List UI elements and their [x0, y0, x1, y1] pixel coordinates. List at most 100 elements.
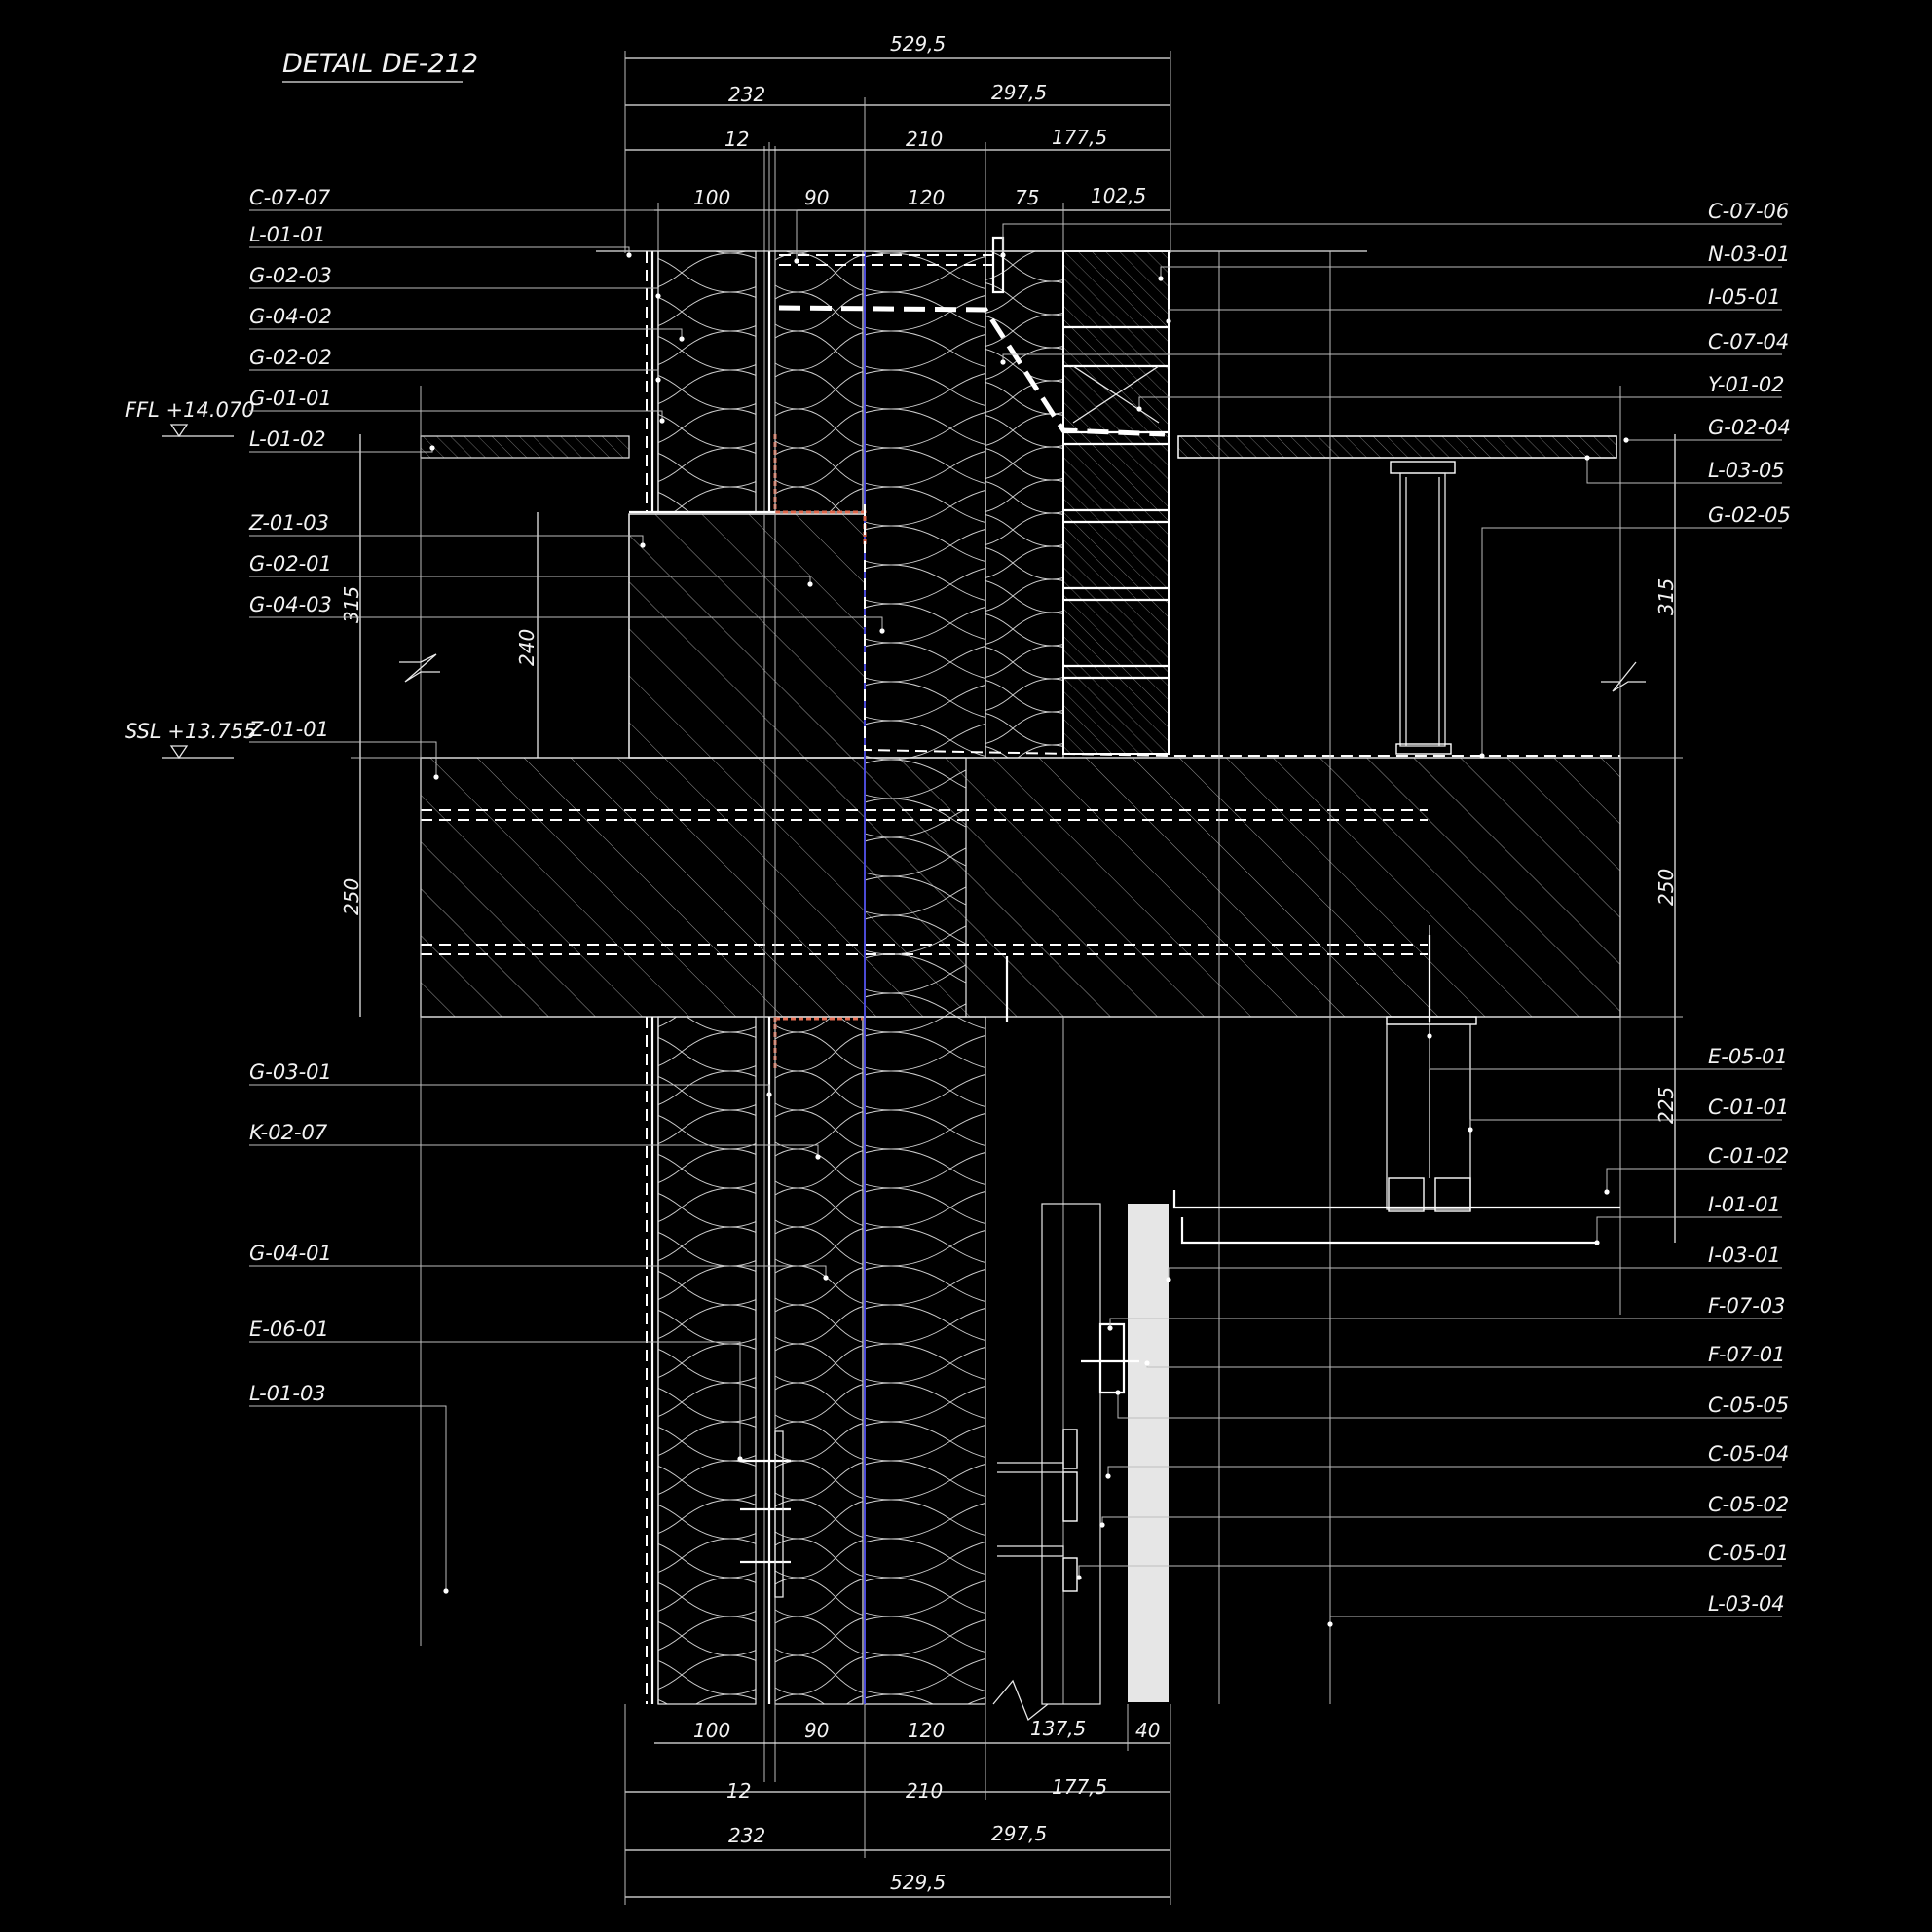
callout-f-07-03: F-07-03 — [1107, 1294, 1786, 1331]
callout-f-07-01: F-07-01 — [1144, 1343, 1786, 1368]
svg-text:529,5: 529,5 — [890, 32, 946, 56]
callout-i-03-01: I-03-01 — [1166, 1244, 1782, 1282]
callout-z-01-03: Z-01-03 — [248, 511, 646, 548]
svg-text:F-07-01: F-07-01 — [1708, 1343, 1786, 1366]
svg-text:12: 12 — [726, 1779, 751, 1802]
svg-text:K-02-07: K-02-07 — [249, 1121, 328, 1144]
svg-text:232: 232 — [728, 83, 765, 106]
callout-c-05-02: C-05-02 — [1099, 1493, 1789, 1528]
dimension-lines-right — [1620, 434, 1683, 1243]
svg-text:C-01-02: C-01-02 — [1708, 1144, 1789, 1168]
svg-text:225: 225 — [1654, 1087, 1678, 1124]
svg-text:250: 250 — [340, 878, 363, 915]
callout-g-04-01: G-04-01 — [249, 1242, 829, 1281]
svg-text:75: 75 — [1015, 186, 1039, 209]
facade-panel — [1041, 1203, 1169, 1705]
level-marker-ssl: SSL +13.755 — [125, 720, 256, 760]
svg-text:I-03-01: I-03-01 — [1708, 1244, 1781, 1267]
svg-text:297,5: 297,5 — [991, 81, 1047, 104]
svg-text:102,5: 102,5 — [1091, 184, 1146, 207]
svg-text:G-01-01: G-01-01 — [249, 387, 332, 410]
dimension-lines-left — [351, 434, 539, 1017]
svg-text:100: 100 — [693, 186, 730, 209]
callout-g-01-01: G-01-01 — [249, 387, 665, 424]
svg-text:DETAIL DE-212: DETAIL DE-212 — [282, 49, 478, 79]
break-marks — [399, 653, 1646, 1722]
svg-text:177,5: 177,5 — [1052, 1775, 1107, 1799]
facade-brackets — [997, 1322, 1139, 1592]
svg-text:L-03-04: L-03-04 — [1708, 1592, 1785, 1616]
svg-text:C-05-04: C-05-04 — [1708, 1442, 1789, 1466]
svg-text:E-06-01: E-06-01 — [249, 1318, 329, 1341]
floor-slab-left — [420, 435, 630, 459]
svg-text:G-02-02: G-02-02 — [249, 346, 332, 369]
callout-c-07-06: C-07-06 — [1000, 200, 1789, 258]
callout-l-03-04: L-03-04 — [1327, 1592, 1785, 1627]
svg-text:G-02-04: G-02-04 — [1708, 416, 1791, 439]
svg-text:100: 100 — [693, 1719, 730, 1742]
ceiling-board — [1172, 1190, 1620, 1245]
svg-text:G-04-01: G-04-01 — [249, 1242, 332, 1265]
insulation-slab — [864, 757, 967, 1018]
callout-l-01-01: L-01-01 — [249, 223, 632, 258]
callout-g-03-01: G-03-01 — [249, 1060, 772, 1097]
svg-text:90: 90 — [804, 1719, 829, 1742]
svg-text:C-05-05: C-05-05 — [1708, 1393, 1789, 1417]
svg-text:E-05-01: E-05-01 — [1708, 1045, 1788, 1068]
svg-text:315: 315 — [1654, 578, 1678, 615]
svg-text:210: 210 — [906, 128, 943, 151]
svg-text:C-01-01: C-01-01 — [1708, 1096, 1789, 1119]
brick-wall — [1062, 250, 1170, 755]
slope-membrane — [778, 305, 1620, 757]
svg-text:120: 120 — [908, 1719, 945, 1742]
insulation-lower — [657, 1016, 986, 1705]
callout-g-02-05: G-02-05 — [1479, 503, 1791, 759]
callout-l-03-05: L-03-05 — [1584, 455, 1785, 484]
left-labels: C-07-07L-01-01G-02-03G-04-02G-02-02G-01-… — [248, 186, 885, 1594]
svg-text:G-02-05: G-02-05 — [1708, 503, 1791, 527]
svg-text:I-05-01: I-05-01 — [1708, 285, 1781, 309]
svg-text:L-01-01: L-01-01 — [249, 223, 326, 246]
callout-g-04-02: G-04-02 — [249, 305, 685, 342]
svg-text:G-04-03: G-04-03 — [249, 593, 332, 616]
roof-coping — [596, 236, 1367, 294]
callout-e-05-01: E-05-01 — [1427, 1033, 1788, 1070]
svg-text:F-07-03: F-07-03 — [1708, 1294, 1786, 1318]
svg-text:40: 40 — [1135, 1719, 1160, 1742]
svg-text:137,5: 137,5 — [1030, 1717, 1086, 1740]
callout-z-01-01: Z-01-01 — [248, 718, 439, 780]
svg-text:90: 90 — [804, 186, 829, 209]
svg-text:297,5: 297,5 — [991, 1822, 1047, 1845]
callout-g-02-02: G-02-02 — [249, 346, 661, 383]
svg-text:C-07-07: C-07-07 — [249, 186, 331, 209]
callout-l-01-03: L-01-03 — [249, 1382, 449, 1594]
svg-text:529,5: 529,5 — [890, 1871, 946, 1894]
callout-c-07-07: C-07-07 — [249, 186, 799, 264]
svg-text:177,5: 177,5 — [1052, 126, 1107, 149]
callout-g-02-01: G-02-01 — [249, 552, 813, 587]
svg-text:L-01-02: L-01-02 — [249, 427, 326, 451]
svg-text:232: 232 — [728, 1824, 765, 1847]
callout-k-02-07: K-02-07 — [249, 1121, 821, 1160]
svg-text:C-07-06: C-07-06 — [1708, 200, 1789, 223]
svg-text:240: 240 — [515, 629, 539, 666]
callout-e-06-01: E-06-01 — [249, 1318, 743, 1462]
svg-text:L-01-03: L-01-03 — [249, 1382, 326, 1405]
callout-i-05-01: I-05-01 — [1166, 285, 1782, 324]
dimension-lines-bottom — [624, 1704, 1171, 1905]
svg-text:Y-01-02: Y-01-02 — [1708, 373, 1785, 396]
svg-text:G-03-01: G-03-01 — [249, 1060, 332, 1084]
svg-text:SSL +13.755: SSL +13.755 — [125, 720, 256, 743]
svg-text:FFL +14.070: FFL +14.070 — [125, 398, 255, 422]
callout-g-04-03: G-04-03 — [249, 593, 885, 634]
svg-text:210: 210 — [906, 1779, 943, 1802]
svg-text:12: 12 — [724, 128, 749, 151]
concrete-upstand — [628, 513, 866, 759]
callout-n-03-01: N-03-01 — [1158, 242, 1790, 281]
svg-text:Z-01-03: Z-01-03 — [248, 511, 329, 535]
callout-g-02-03: G-02-03 — [249, 264, 661, 299]
svg-text:G-04-02: G-04-02 — [249, 305, 332, 328]
callout-c-05-05: C-05-05 — [1115, 1390, 1789, 1419]
callout-y-01-02: Y-01-02 — [1136, 373, 1785, 412]
